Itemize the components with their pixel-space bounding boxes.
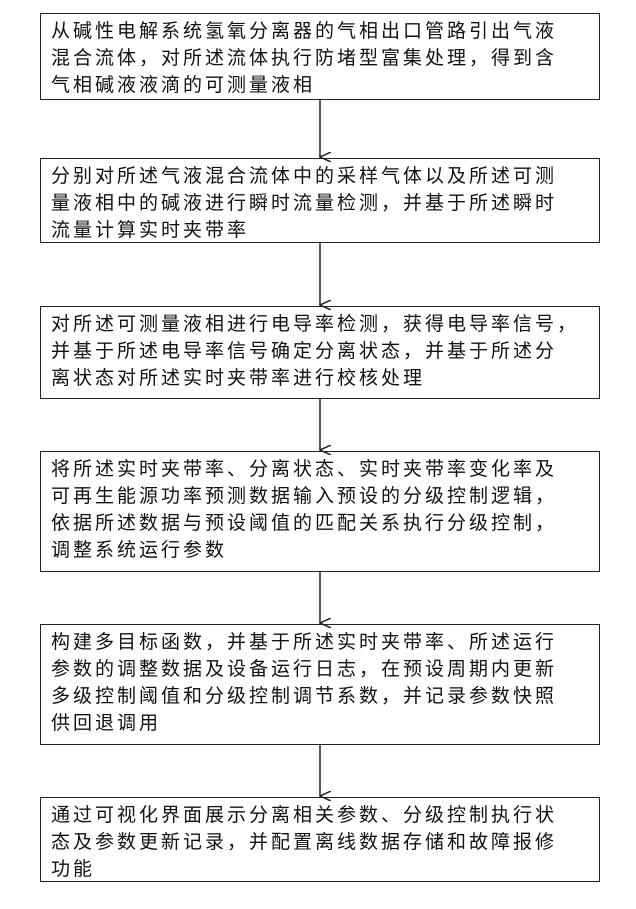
flow-step-2-line-2: 量液相中的碱液进行瞬时流量检测，并基于所述瞬时 [51,192,557,214]
flow-step-2-text: 分别对所述气液混合流体中的采样气体以及所述可测 量液相中的碱液进行瞬时流量检测，… [51,163,591,244]
flow-step-4-text: 将所述实时夹带率、分离状态、实时夹带率变化率及 可再生能源功率预测数据输入预设的… [51,456,591,564]
flow-step-3-line-1: 对所述可测量液相进行电导率检测，获得电导率信号， [51,313,579,335]
flow-step-2-line-1: 分别对所述气液混合流体中的采样气体以及所述可测 [51,165,557,187]
flow-step-1-line-3: 气相碱液液滴的可测量液相 [51,74,315,96]
flow-step-1-line-2: 混合流体，对所述流体执行防堵型富集处理，得到含 [51,47,557,69]
flow-step-3-line-3: 离状态对所述实时夹带率进行校核处理 [51,367,425,389]
flow-step-1-line-1: 从碱性电解系统氢氧分离器的气相出口管路引出气液 [51,20,557,42]
flow-step-6-line-3: 功能 [51,858,95,880]
flow-step-3: 对所述可测量液相进行电导率检测，获得电导率信号， 并基于所述电导率信号确定分离状… [40,306,600,399]
flow-step-5-text: 构建多目标函数，并基于所述实时夹带率、所述运行 参数的调整数据及设备运行日志，在… [51,629,591,737]
flow-step-4-line-4: 调整系统运行参数 [51,539,227,561]
flow-step-5-line-1: 构建多目标函数，并基于所述实时夹带率、所述运行 [51,631,557,653]
flow-step-2: 分别对所述气液混合流体中的采样气体以及所述可测 量液相中的碱液进行瞬时流量检测，… [40,158,600,243]
flow-step-5: 构建多目标函数，并基于所述实时夹带率、所述运行 参数的调整数据及设备运行日志，在… [40,624,600,745]
flow-step-3-text: 对所述可测量液相进行电导率检测，获得电导率信号， 并基于所述电导率信号确定分离状… [51,311,591,392]
flow-step-5-line-3: 多级控制阈值和分级控制调节系数，并记录参数快照 [51,685,557,707]
flow-step-4-line-2: 可再生能源功率预测数据输入预设的分级控制逻辑， [51,485,557,507]
flow-step-6-line-2: 态及参数更新记录，并配置离线数据存储和故障报修 [51,831,557,853]
flow-step-3-line-2: 并基于所述电导率信号确定分离状态，并基于所述分 [51,340,557,362]
flow-step-4-line-3: 依据所述数据与预设阈值的匹配关系执行分级控制， [51,512,557,534]
flow-step-2-line-3: 流量计算实时夹带率 [51,219,249,241]
flow-step-4-line-1: 将所述实时夹带率、分离状态、实时夹带率变化率及 [51,458,557,480]
flow-step-1-text: 从碱性电解系统氢氧分离器的气相出口管路引出气液 混合流体，对所述流体执行防堵型富… [51,18,591,99]
flow-step-6-text: 通过可视化界面展示分离相关参数、分级控制执行状 态及参数更新记录，并配置离线数据… [51,802,591,883]
flow-step-1: 从碱性电解系统氢氧分离器的气相出口管路引出气液 混合流体，对所述流体执行防堵型富… [40,13,600,100]
flow-step-5-line-2: 参数的调整数据及设备运行日志，在预设周期内更新 [51,658,557,680]
flow-step-6: 通过可视化界面展示分离相关参数、分级控制执行状 态及参数更新记录，并配置离线数据… [40,797,600,882]
flow-step-6-line-1: 通过可视化界面展示分离相关参数、分级控制执行状 [51,804,557,826]
flow-step-5-line-4: 供回退调用 [51,712,161,734]
flow-step-4: 将所述实时夹带率、分离状态、实时夹带率变化率及 可再生能源功率预测数据输入预设的… [40,451,600,572]
